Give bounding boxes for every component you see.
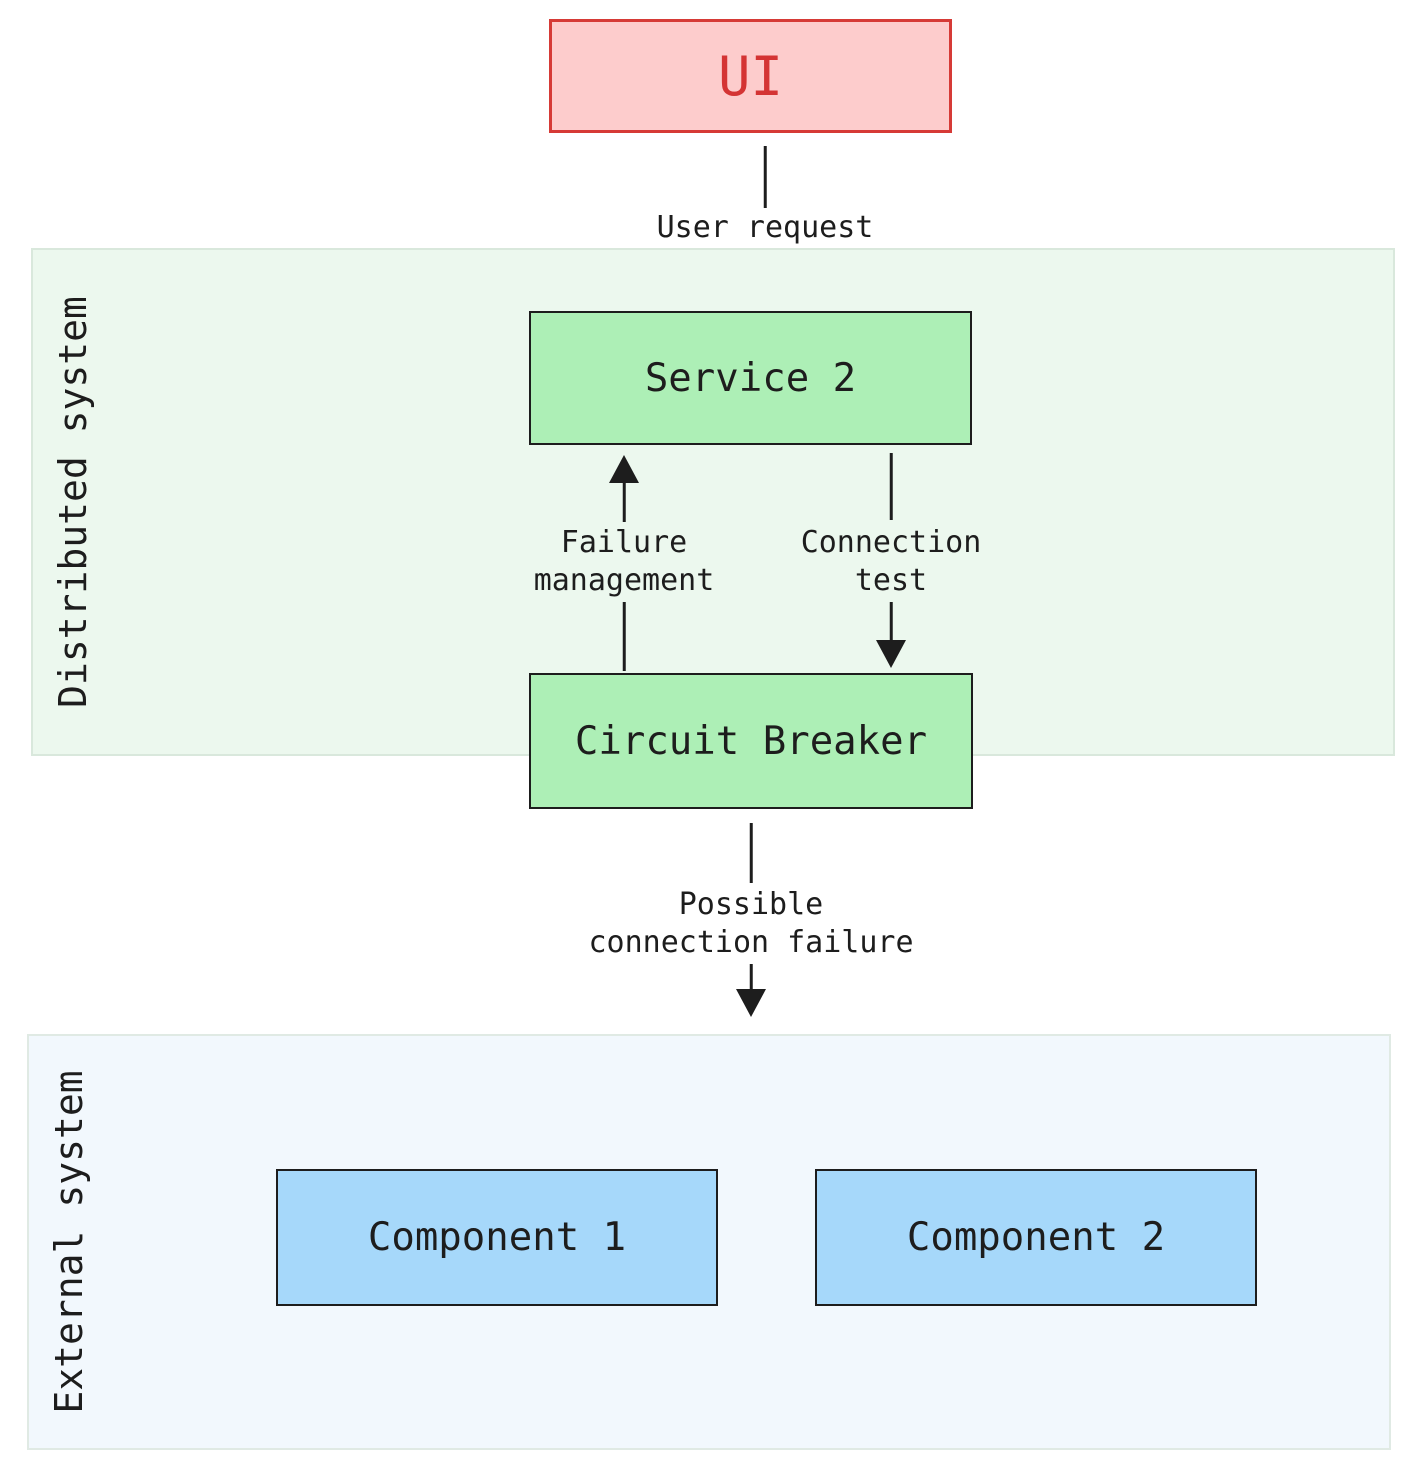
node-ui-label: UI [717,44,784,108]
edge-label-connection-test: Connection test [801,524,982,600]
connection-test-arrowhead-icon [876,640,906,668]
connection-test-arrow-line-bottom [889,602,893,641]
node-service-2-label: Service 2 [644,355,857,401]
node-component-2-label: Component 2 [906,1215,1166,1260]
node-circuit-breaker: Circuit Breaker [529,673,973,809]
node-circuit-breaker-label: Circuit Breaker [574,718,928,764]
edge-label-failure-management-line2: management [533,563,715,598]
node-component-2: Component 2 [815,1169,1257,1306]
failure-management-arrowhead-icon [609,455,639,483]
failure-management-arrow-line-bottom [622,602,626,671]
edge-label-possible-connection-failure: Possible connection failure [588,886,913,962]
connection-test-arrow-line-top [889,453,893,520]
possible-failure-arrow-line-bottom [749,964,753,990]
user-request-arrow-line-top [763,146,767,208]
node-ui: UI [549,19,952,133]
edge-label-possible-failure-line2: connection failure [588,925,914,960]
container-external-system-title: External system [47,1070,91,1414]
failure-management-arrow-line-top [622,482,626,522]
node-service-2: Service 2 [529,311,972,445]
edge-label-possible-failure-line1: Possible [678,887,824,922]
edge-label-user-request-text: User request [656,210,874,245]
possible-failure-arrowhead-icon [736,989,766,1017]
edge-label-failure-management-line1: Failure [560,525,688,560]
edge-label-failure-management: Failure management [534,524,715,600]
edge-label-connection-test-line2: test [854,563,928,598]
container-distributed-system-title: Distributed system [51,296,95,708]
node-component-1: Component 1 [276,1169,718,1306]
edge-label-user-request: User request [657,209,874,247]
possible-failure-arrow-line-top [749,823,753,883]
edge-label-connection-test-line1: Connection [800,525,982,560]
node-component-1-label: Component 1 [367,1215,627,1260]
